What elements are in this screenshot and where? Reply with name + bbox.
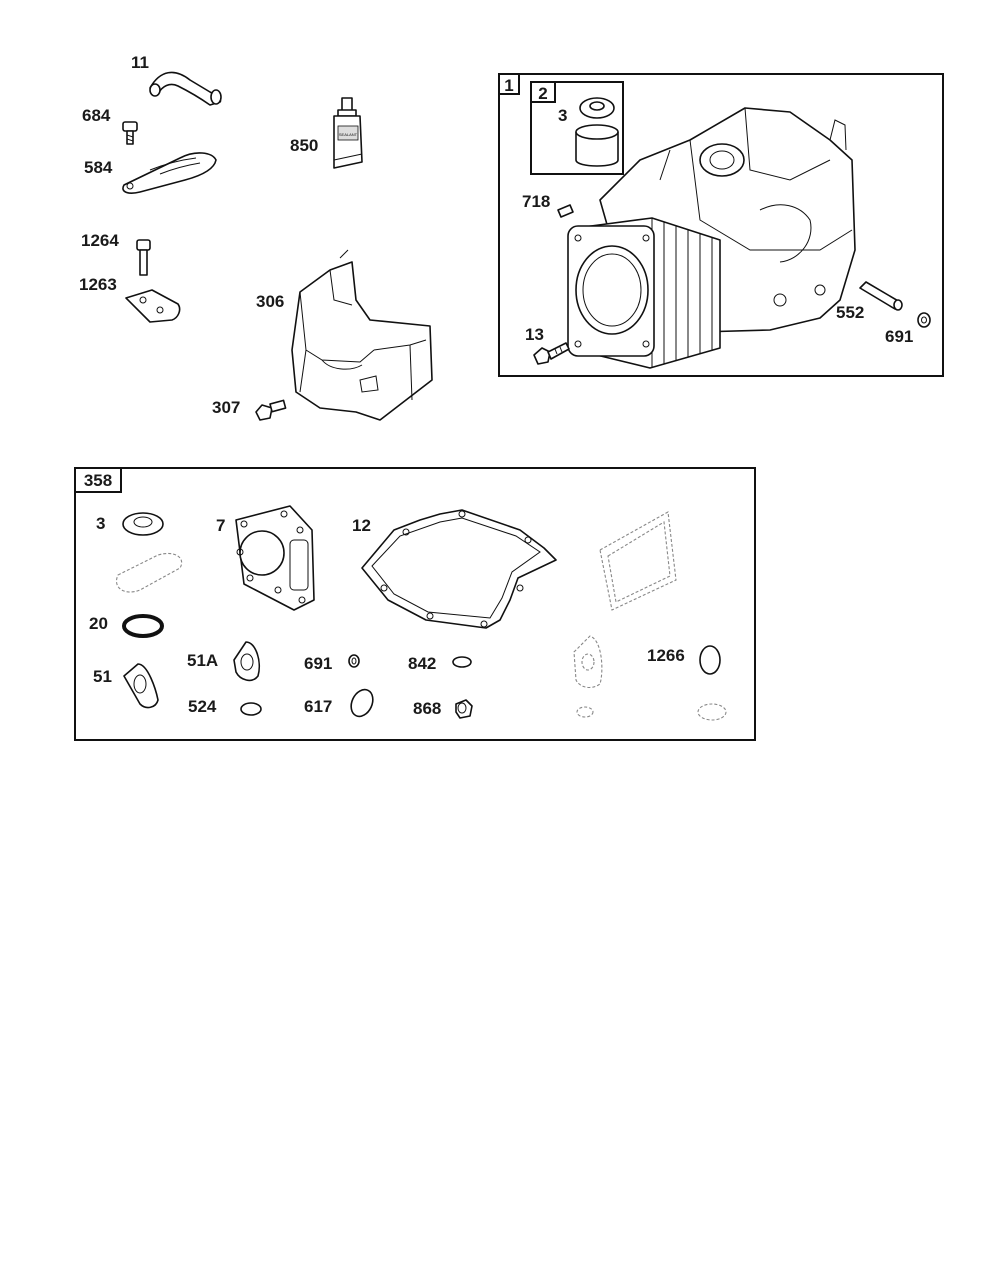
box-2-tag (530, 81, 556, 103)
label-20: 20 (89, 614, 108, 633)
ghost-ring-large (697, 703, 727, 721)
box-1-tag (498, 73, 520, 95)
sealant-tube-850-part (333, 97, 363, 169)
label-1266: 1266 (647, 646, 685, 665)
gasket-51a-part (233, 641, 261, 682)
box-358-label: 358 (84, 471, 112, 490)
bolt-13-part (533, 342, 570, 365)
washer-691-box1-part (917, 312, 931, 328)
label-868: 868 (413, 699, 441, 718)
ghost-ring-small (576, 706, 594, 718)
label-1264: 1264 (81, 231, 119, 250)
ghost-gasket-left (116, 552, 183, 593)
label-524: 524 (188, 697, 217, 716)
grommet-868-part (455, 699, 473, 719)
label-617: 617 (304, 697, 332, 716)
label-691-box358: 691 (304, 654, 332, 673)
oil-seal-20-part (122, 614, 164, 638)
label-850: 850 (290, 136, 318, 155)
oring-524-part (240, 702, 262, 716)
box-1-label: 1 (504, 76, 513, 95)
screw-307-part (255, 399, 287, 421)
oring-617-part (350, 688, 374, 718)
pin-718-part (557, 204, 574, 218)
box-2-label: 2 (538, 84, 547, 103)
breather-cover-584-part (122, 152, 217, 194)
label-3-box358: 3 (96, 514, 105, 533)
box-1-frame (498, 73, 944, 377)
label-306: 306 (256, 292, 284, 311)
label-7: 7 (216, 516, 225, 535)
label-718: 718 (522, 192, 550, 211)
label-842: 842 (408, 654, 436, 673)
washer-691-box358-part (348, 654, 360, 668)
oring-1266-part (699, 645, 721, 675)
label-12: 12 (352, 516, 371, 535)
plate-1263-part (125, 289, 181, 323)
box-358-frame (74, 467, 756, 741)
screw-684-part (122, 121, 138, 145)
oring-842-part (452, 656, 472, 668)
gasket-51-part (123, 663, 159, 709)
breather-tube-part (149, 71, 222, 106)
ghost-gasket-intake-hole (581, 653, 595, 671)
label-307: 307 (212, 398, 240, 417)
label-1263: 1263 (79, 275, 117, 294)
label-3-box2: 3 (558, 106, 567, 125)
label-691-box1: 691 (885, 327, 913, 346)
ghost-gasket-intake (573, 635, 603, 689)
cylinder-block-part (567, 107, 856, 369)
label-13: 13 (525, 325, 544, 344)
seal-3-part (122, 512, 164, 536)
label-11: 11 (131, 53, 149, 72)
head-gasket-7-part (235, 505, 315, 611)
label-51: 51 (93, 667, 112, 686)
box-2-frame (530, 81, 624, 175)
label-552: 552 (836, 303, 864, 322)
label-684: 684 (82, 106, 111, 125)
seal-bushing-part (575, 97, 619, 167)
label-584: 584 (84, 158, 113, 177)
box-358-tag (74, 467, 122, 493)
crankcase-gasket-12-part (361, 509, 557, 629)
label-51a: 51A (187, 651, 218, 670)
tube-552-part (859, 281, 903, 311)
sealant-tube-print: SEALANT (339, 132, 358, 137)
ghost-gasket-right (599, 511, 677, 611)
bolt-1264-part (136, 239, 151, 276)
air-guide-306-part (291, 249, 433, 421)
ghost-gasket-right-inner (607, 521, 671, 603)
